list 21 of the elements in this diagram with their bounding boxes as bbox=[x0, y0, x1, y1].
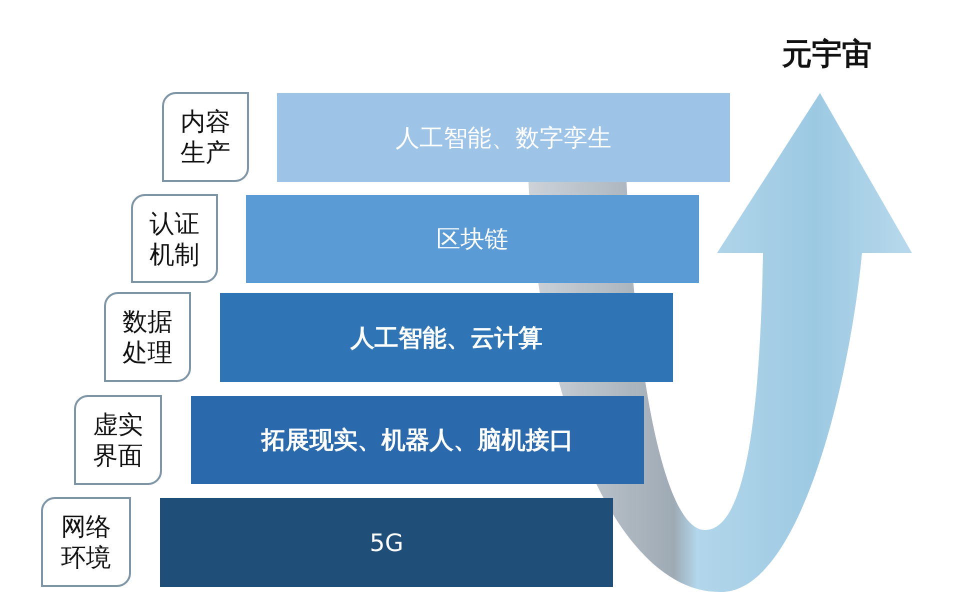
layer-name: 数据处理 bbox=[122, 306, 174, 368]
layer-technology: 5G bbox=[370, 528, 404, 556]
label-tag bbox=[162, 92, 249, 182]
label-tag bbox=[104, 292, 191, 382]
label-tag bbox=[41, 497, 131, 587]
layer-bar bbox=[277, 93, 730, 182]
label-tag bbox=[74, 395, 162, 485]
layer-name: 认证机制 bbox=[148, 208, 200, 270]
layer-name: 内容生产 bbox=[180, 106, 232, 168]
label-tag bbox=[131, 194, 218, 283]
layer-technology: 区块链 bbox=[436, 224, 508, 255]
layer-bar bbox=[246, 195, 699, 283]
layer-bar bbox=[220, 293, 673, 382]
layer-bar bbox=[191, 396, 644, 484]
layer-name: 网络环境 bbox=[60, 511, 112, 573]
layer-bar bbox=[160, 498, 613, 587]
layer-technology: 人工智能、数字孪生 bbox=[396, 122, 612, 154]
arrow-tip-label: 元宇宙 bbox=[782, 36, 872, 74]
layer-name: 虚实界面 bbox=[92, 409, 144, 471]
layer-technology: 人工智能、云计算 bbox=[350, 322, 542, 354]
layer-technology: 拓展现实、机器人、脑机接口 bbox=[262, 425, 574, 456]
